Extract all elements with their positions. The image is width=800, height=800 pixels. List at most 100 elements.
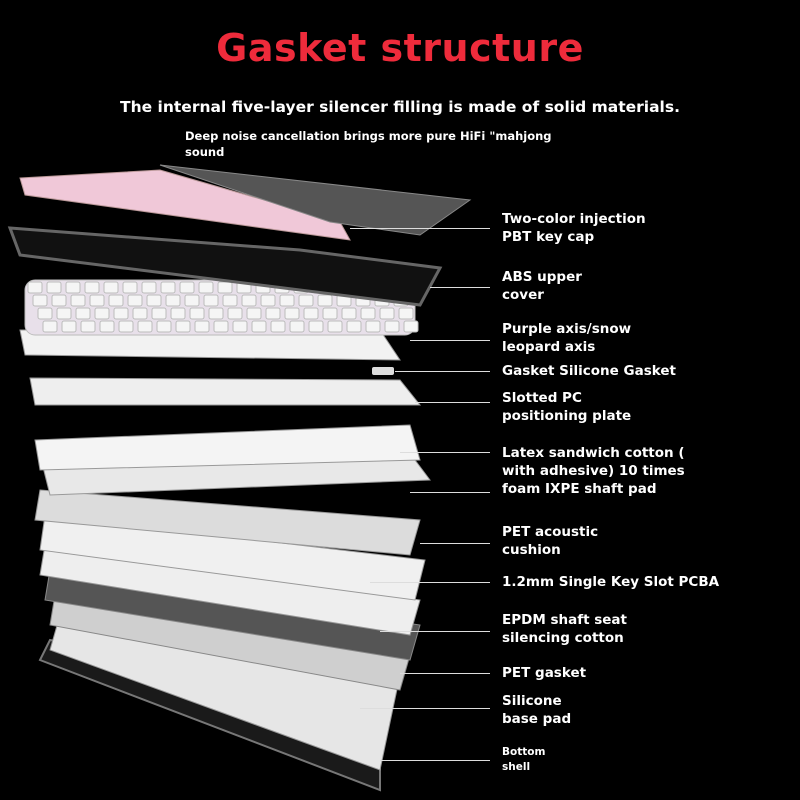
switch <box>346 320 362 333</box>
switch <box>32 294 48 307</box>
switch <box>251 320 267 333</box>
pc-plate <box>29 377 422 406</box>
switch <box>217 281 233 294</box>
label-latex-cotton: Latex sandwich cotton ( with adhesive) 1… <box>502 445 685 497</box>
switches <box>24 279 419 336</box>
switch <box>341 307 357 320</box>
label-switches: Purple axis/snow leopard axis <box>502 321 632 355</box>
leader-line <box>410 492 490 493</box>
switch <box>65 281 81 294</box>
leader-line <box>410 340 490 341</box>
switch <box>298 294 314 307</box>
keycaps-pink <box>19 169 351 241</box>
switch <box>384 320 400 333</box>
switch <box>327 320 343 333</box>
switch <box>194 320 210 333</box>
switch <box>265 307 281 320</box>
switch <box>303 307 319 320</box>
label-epdm: EPDM shaft seat silencing cotton <box>502 612 627 646</box>
leader-line <box>420 543 490 544</box>
switch <box>198 281 214 294</box>
leader-line <box>350 228 490 229</box>
switch <box>379 307 395 320</box>
switch <box>189 307 205 320</box>
label-pet-cushion: PET acoustic cushion <box>502 524 599 558</box>
switch <box>146 294 162 307</box>
switch <box>127 294 143 307</box>
switch <box>118 320 134 333</box>
label-silicone-gasket: Gasket Silicone Gasket <box>502 363 676 379</box>
switch <box>203 294 219 307</box>
leader-line <box>360 708 490 709</box>
abs-upper-cover <box>7 226 443 307</box>
switch <box>246 307 262 320</box>
switch <box>184 294 200 307</box>
label-pet-gasket: PET gasket <box>502 665 587 681</box>
switch <box>80 320 96 333</box>
switch <box>56 307 72 320</box>
switch <box>222 294 238 307</box>
label-base-pad: Silicone base pad <box>502 693 572 727</box>
switch <box>175 320 191 333</box>
switch <box>260 294 276 307</box>
leader-line <box>400 452 490 453</box>
label-pcba: 1.2mm Single Key Slot PCBA <box>502 574 720 590</box>
label-bottom-shell: Bottom shell <box>502 746 546 773</box>
switch <box>141 281 157 294</box>
switch <box>398 307 414 320</box>
switch <box>132 307 148 320</box>
ixpe-pad <box>34 489 421 556</box>
page-title: Gasket structure <box>216 26 584 70</box>
switch <box>37 307 53 320</box>
switch <box>70 294 86 307</box>
sandwich-foam <box>34 424 421 471</box>
switch <box>213 320 229 333</box>
switch <box>156 320 172 333</box>
switch <box>46 281 62 294</box>
switch <box>308 320 324 333</box>
switch <box>151 307 167 320</box>
switch <box>160 281 176 294</box>
switch <box>232 320 248 333</box>
switch <box>227 307 243 320</box>
switch <box>317 294 333 307</box>
keycaps-gray <box>159 164 472 236</box>
switch <box>322 307 338 320</box>
switch <box>122 281 138 294</box>
switch <box>360 307 376 320</box>
switch <box>208 307 224 320</box>
switch <box>89 294 105 307</box>
switch <box>61 320 77 333</box>
switch <box>94 307 110 320</box>
leader-line <box>395 371 490 372</box>
switch <box>27 281 43 294</box>
switch <box>284 307 300 320</box>
switch <box>42 320 58 333</box>
leader-line <box>370 582 490 583</box>
leader-line <box>380 631 490 632</box>
tagline: Deep noise cancellation brings more pure… <box>185 129 552 159</box>
switch <box>84 281 100 294</box>
switch <box>241 294 257 307</box>
switch <box>165 294 181 307</box>
subtitle: The internal five-layer silencer filling… <box>120 98 680 116</box>
switch <box>289 320 305 333</box>
switch <box>403 320 419 333</box>
switch <box>170 307 186 320</box>
switch <box>108 294 124 307</box>
silicone-gasket <box>372 367 394 375</box>
switch <box>137 320 153 333</box>
switch <box>75 307 91 320</box>
switch <box>365 320 381 333</box>
switch <box>103 281 119 294</box>
switch <box>99 320 115 333</box>
label-upper-cover: ABS upper cover <box>502 269 582 303</box>
switch <box>279 294 295 307</box>
switch <box>179 281 195 294</box>
label-keycap: Two-color injection PBT key cap <box>502 211 646 245</box>
leader-line <box>415 402 490 403</box>
switch <box>270 320 286 333</box>
switch <box>51 294 67 307</box>
